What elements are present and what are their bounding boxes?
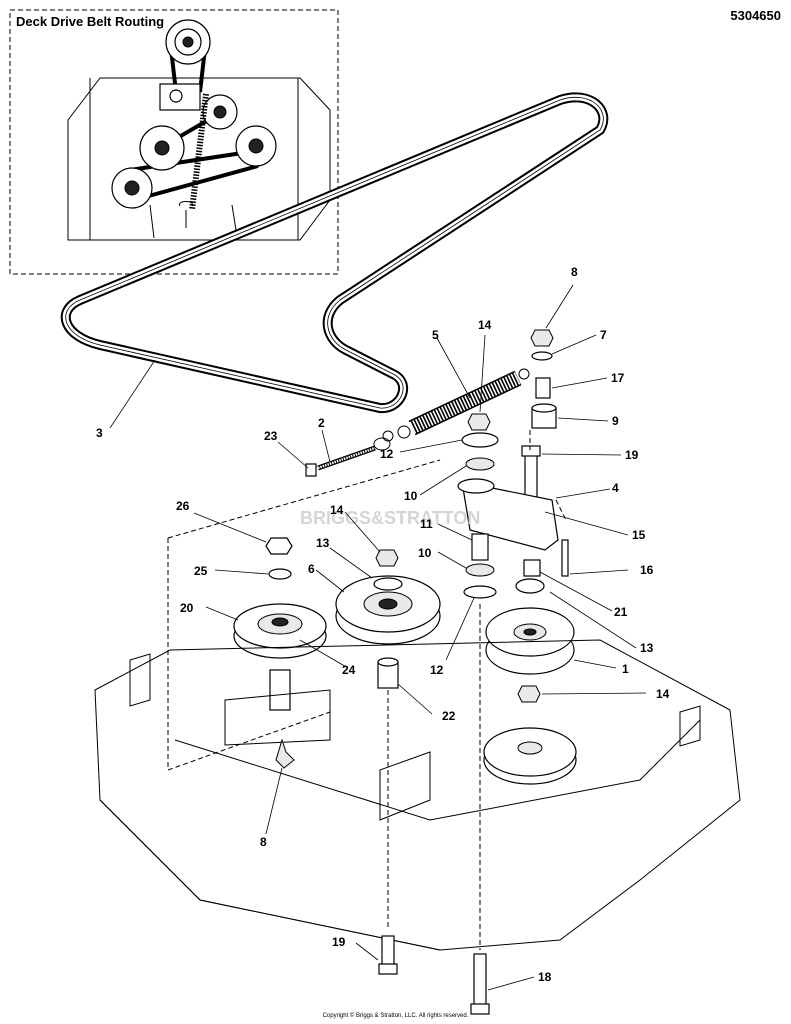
- callout-13: 13: [316, 536, 330, 550]
- deck-outline: [94, 639, 741, 951]
- callout-19: 19: [332, 935, 346, 949]
- nut-14-upper: [467, 413, 491, 431]
- callout-25: 25: [194, 564, 208, 578]
- washer-12-upper: [461, 432, 499, 448]
- callout-23: 23: [264, 429, 278, 443]
- callout-9: 9: [612, 414, 619, 428]
- callout-12: 12: [380, 447, 394, 461]
- callout-10: 10: [418, 546, 432, 560]
- callout-12: 12: [430, 663, 444, 677]
- watermark-text: BRIGGS&STRATTON: [300, 508, 480, 528]
- bolt-18: [470, 953, 490, 1015]
- callout-8: 8: [260, 835, 267, 849]
- callout-13: 13: [640, 641, 654, 655]
- pulley-6: [335, 575, 441, 645]
- callout-3: 3: [96, 426, 103, 440]
- spacer-11: [471, 533, 489, 561]
- callout-18: 18: [538, 970, 552, 984]
- spacer-13: [515, 578, 545, 594]
- callout-labels: 8 7 14 5 17 9 3 2 23 12 19 4 10 15 26 14…: [96, 265, 670, 984]
- callout-15: 15: [632, 528, 646, 542]
- callout-19: 19: [625, 448, 639, 462]
- nut-26: [265, 537, 293, 555]
- callout-21: 21: [614, 605, 628, 619]
- washer-7: [531, 351, 553, 361]
- spacer-21: [523, 559, 541, 577]
- inset-spring: [189, 93, 209, 211]
- pulley-1: [485, 607, 575, 675]
- callout-14: 14: [330, 503, 344, 517]
- callout-8: 8: [571, 265, 578, 279]
- document-id: 5304650: [730, 8, 781, 23]
- leader-lines: [109, 284, 647, 991]
- pin-16: [561, 539, 569, 577]
- pulley-20: [233, 603, 327, 659]
- bearing-10-upper: [465, 457, 495, 471]
- nut-8-lower: [275, 738, 295, 769]
- washer-13-mid: [373, 577, 403, 591]
- callout-14: 14: [656, 687, 670, 701]
- callout-5: 5: [432, 328, 439, 342]
- callout-7: 7: [600, 328, 607, 342]
- idler-arm-4: [461, 481, 559, 551]
- callout-24: 24: [342, 663, 356, 677]
- drive-belt: [60, 92, 609, 414]
- nut-8-top: [530, 329, 554, 347]
- inset-border: [9, 9, 339, 275]
- nut-14-lower: [517, 685, 541, 703]
- callout-4: 4: [612, 481, 619, 495]
- washer-25: [268, 568, 292, 580]
- callout-20: 20: [180, 601, 194, 615]
- tension-spring: [397, 368, 530, 439]
- spacer-17: [535, 377, 551, 399]
- mower-deck: [94, 639, 741, 951]
- callout-26: 26: [176, 499, 190, 513]
- spacer-22: [377, 657, 399, 689]
- nut-14-mid: [375, 549, 399, 567]
- bolt-19-bottom: [378, 935, 398, 975]
- belt-routing-inset: Deck Drive Belt Routing: [9, 9, 339, 275]
- callout-10: 10: [404, 489, 418, 503]
- washer-12-lower: [463, 585, 497, 599]
- callout-22: 22: [442, 709, 456, 723]
- callout-6: 6: [308, 562, 315, 576]
- copyright-notice: Copyright © Briggs & Stratton, LLC. All …: [322, 1013, 469, 1019]
- nut-23: [305, 463, 317, 477]
- callout-17: 17: [611, 371, 625, 385]
- inset-deck-outline: [67, 77, 331, 241]
- callout-2: 2: [318, 416, 325, 430]
- callout-16: 16: [640, 563, 654, 577]
- spindle-left: [269, 669, 291, 711]
- eyebolt: [317, 430, 394, 471]
- callout-14: 14: [478, 318, 492, 332]
- idler-hardware-stack: [457, 329, 569, 599]
- callout-11: 11: [420, 517, 433, 531]
- bearing-10-lower: [465, 563, 495, 577]
- callout-1: 1: [622, 662, 629, 676]
- inset-title: Deck Drive Belt Routing: [16, 14, 164, 29]
